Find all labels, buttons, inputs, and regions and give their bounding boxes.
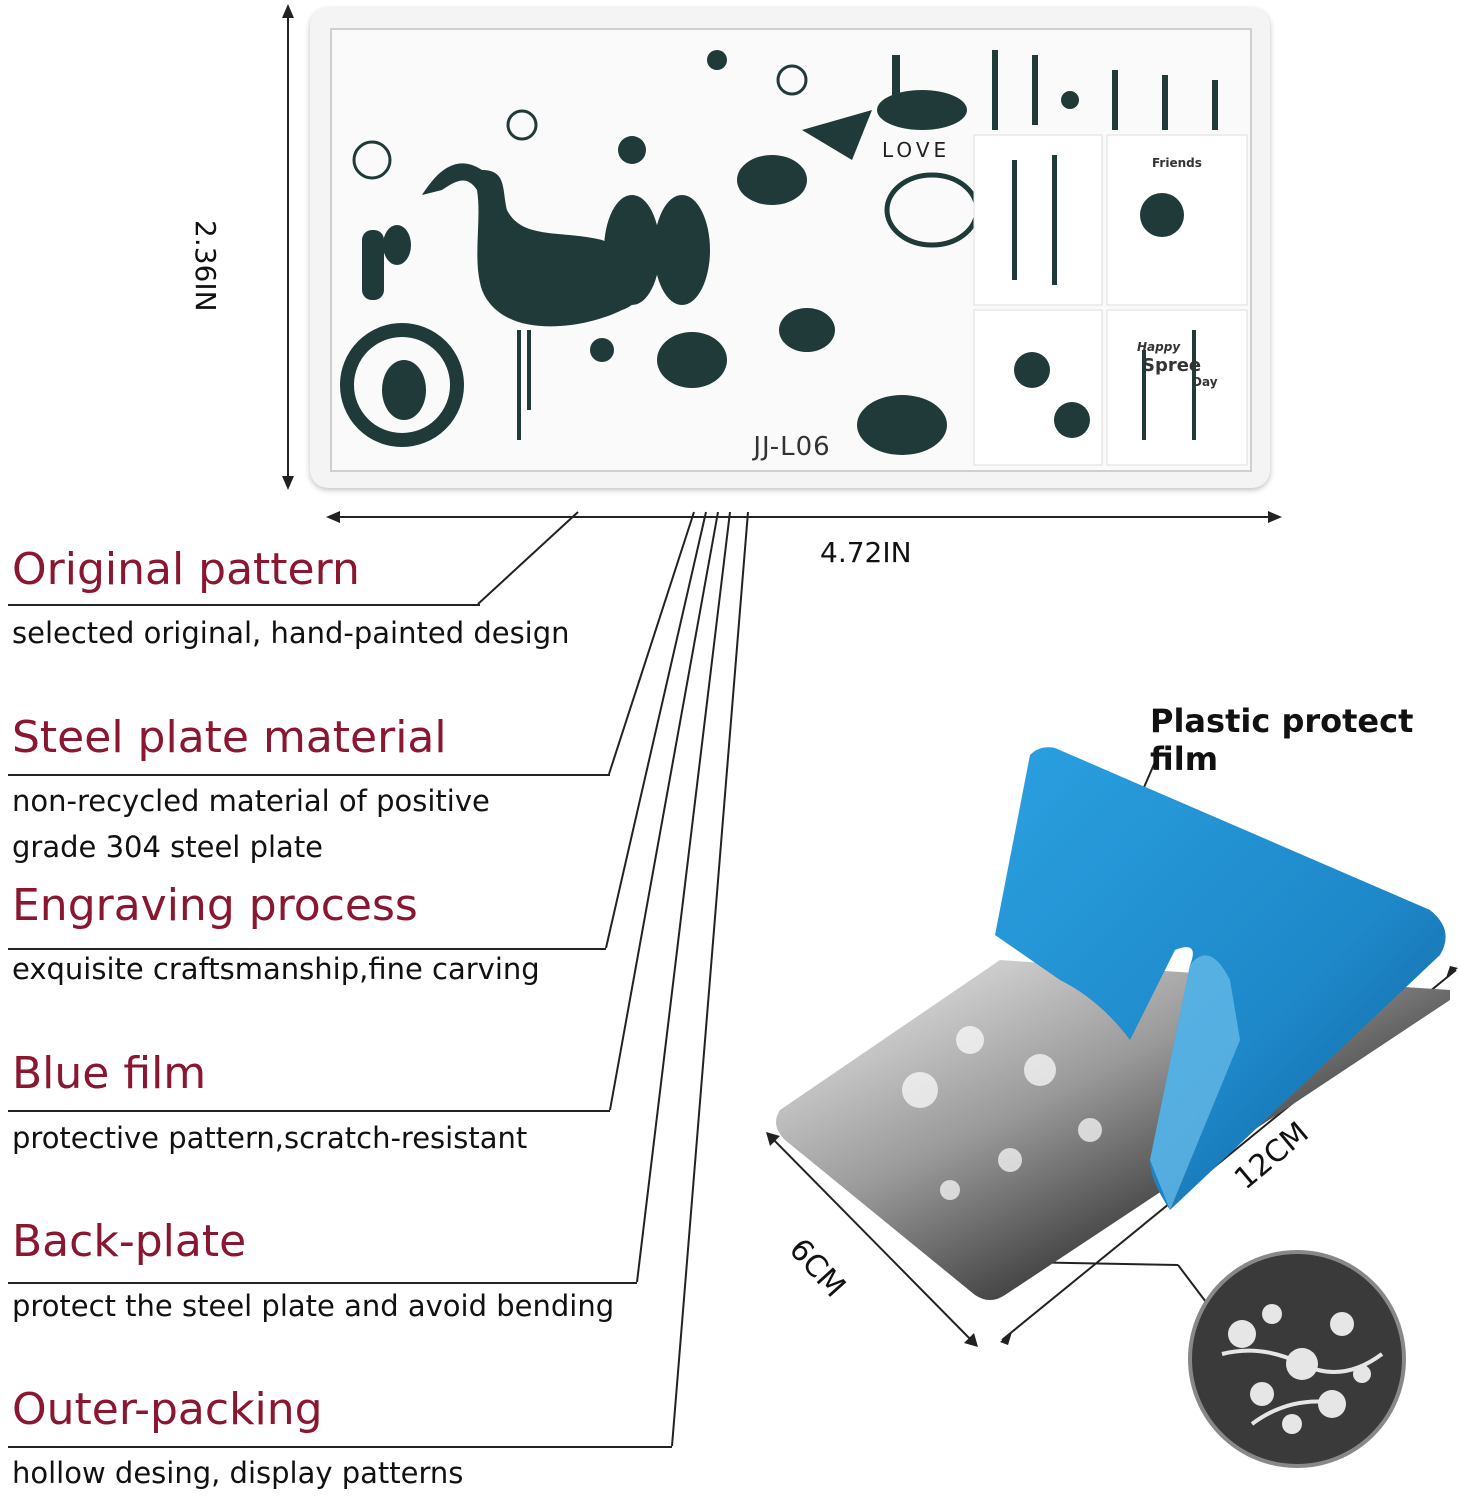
plate-code: JJ-L06 bbox=[753, 432, 831, 462]
feature-description: protective pattern,scratch-resistant bbox=[12, 1121, 528, 1155]
plate-love-text: LOVE bbox=[882, 138, 951, 162]
plate-with-film-photo bbox=[776, 747, 1450, 1300]
feature-description: non-recycled material of positive bbox=[12, 784, 490, 818]
feature-title: Original pattern bbox=[12, 544, 360, 595]
feature-description: exquisite craftsmanship,fine carving bbox=[12, 952, 540, 986]
height-dimension-label: 2.36IN bbox=[189, 220, 222, 312]
feature-description: selected original, hand-painted design bbox=[12, 616, 570, 650]
feature-underline bbox=[8, 1110, 610, 1112]
feature-description: hollow desing, display patterns bbox=[12, 1456, 464, 1490]
feature-title: Back-plate bbox=[12, 1216, 247, 1267]
feature-underline bbox=[8, 1282, 637, 1284]
feature-underline bbox=[8, 604, 480, 606]
plastic-film-label: Plastic protect film bbox=[1150, 702, 1414, 778]
feature-title: Engraving process bbox=[12, 880, 418, 931]
feature-underline bbox=[8, 774, 610, 776]
plate-pattern-area: LOVE Friends Happy Spree Day JJ-L06 bbox=[330, 28, 1252, 472]
width-dimension-label: 4.72IN bbox=[820, 536, 912, 569]
plate-spree-text: Spree bbox=[1142, 355, 1202, 376]
engraving-zoom-illustration bbox=[1221, 1304, 1384, 1434]
plate-pattern-illustration bbox=[340, 50, 1248, 466]
plate-day-text: Day bbox=[1192, 375, 1218, 389]
feature-title: Outer-packing bbox=[12, 1384, 323, 1435]
feature-underline bbox=[8, 1446, 672, 1448]
feature-underline bbox=[8, 948, 606, 950]
feature-description: grade 304 steel plate bbox=[12, 830, 324, 864]
plate-happy-text: Happy bbox=[1137, 340, 1181, 354]
engraving-zoom-detail bbox=[1188, 1250, 1406, 1468]
feature-title: Blue film bbox=[12, 1048, 207, 1099]
plate-friends-text: Friends bbox=[1152, 156, 1202, 170]
feature-description: protect the steel plate and avoid bendin… bbox=[12, 1289, 615, 1323]
feature-title: Steel plate material bbox=[12, 712, 447, 763]
